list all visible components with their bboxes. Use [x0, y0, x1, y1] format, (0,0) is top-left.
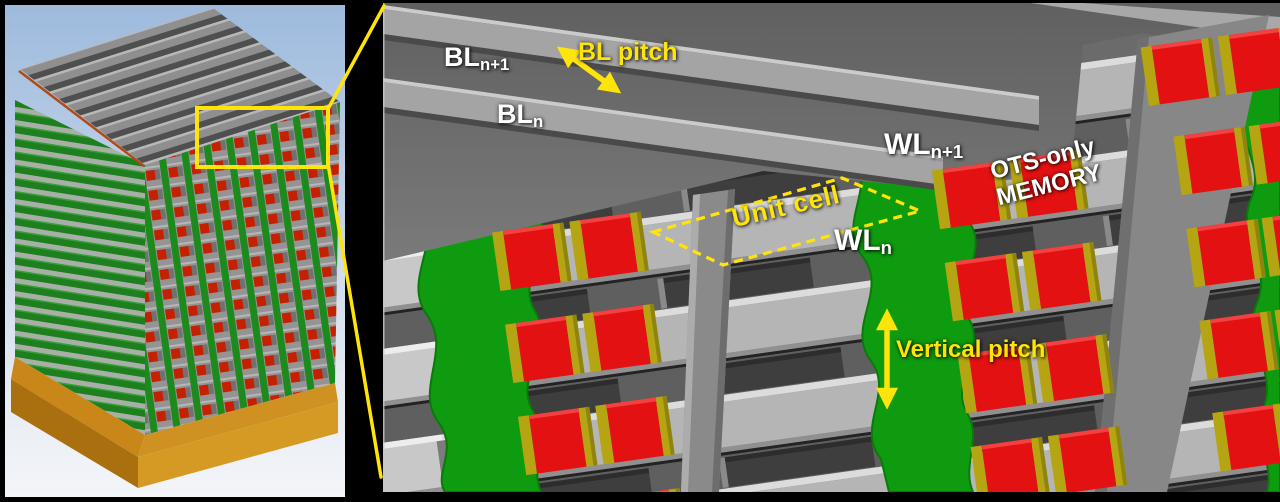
bitline-n-plus-1-label: BLn+1 — [444, 42, 510, 74]
substrate-top-left — [11, 357, 145, 457]
unit-cell-outline — [648, 176, 925, 267]
wordline-n-label: WLn — [834, 224, 892, 258]
bitline-n-label: BLn — [497, 99, 544, 131]
cell-layer-seam — [18, 70, 145, 167]
substrate-left-face — [11, 379, 138, 488]
panel-left-edge — [383, 3, 385, 492]
array-overview-panel — [5, 5, 345, 497]
bl-next-sub: n+1 — [480, 54, 510, 74]
bl-n-base: BL — [497, 99, 533, 129]
top-bitline-array — [20, 8, 340, 165]
vertical-pitch-label: Vertical pitch — [896, 336, 1046, 363]
substrate-right-face — [138, 402, 338, 488]
wordline-n-plus-1-label: WLn+1 — [884, 128, 963, 162]
wl-next-sub: n+1 — [930, 141, 964, 163]
wl-n-sub: n — [880, 237, 892, 259]
bl-pitch-arrow — [556, 46, 622, 94]
magnified-view-panel — [383, 3, 1280, 492]
substrate-top-right — [138, 383, 338, 457]
stack-left-face-wordline-layers — [15, 100, 145, 435]
zoom-box — [195, 106, 330, 169]
memory-cells — [492, 26, 1280, 492]
bl-next-base: BL — [444, 42, 480, 72]
bitline-stripes — [383, 3, 1280, 191]
wl-n-base: WL — [834, 224, 881, 257]
wl-next-base: WL — [884, 128, 931, 161]
stack-front-face-cell-array — [145, 102, 340, 435]
bl-pitch-label: BL pitch — [578, 38, 678, 66]
bl-n-sub: n — [533, 111, 544, 131]
